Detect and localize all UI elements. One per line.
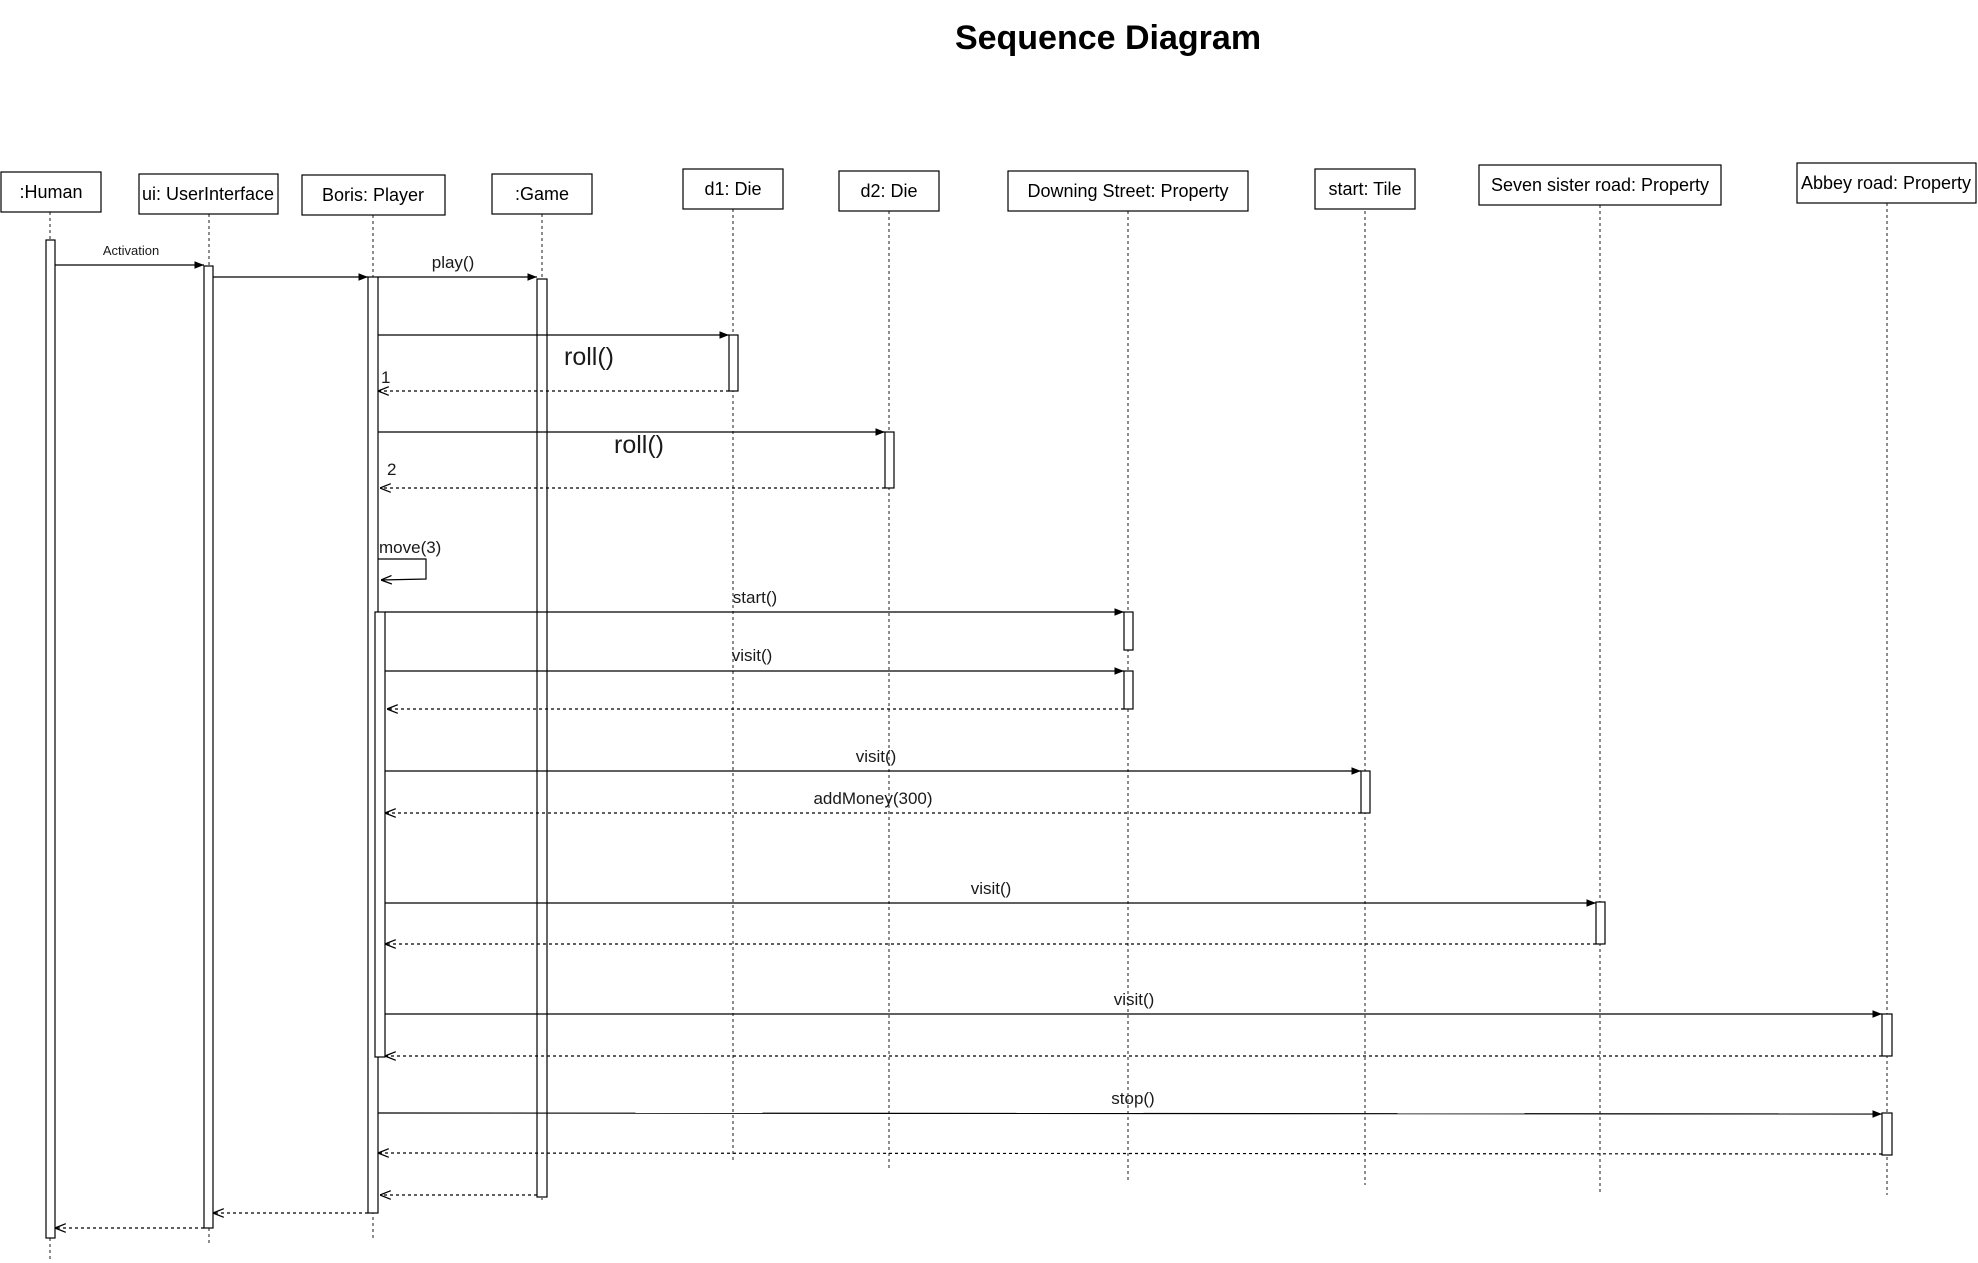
activation-boris-2 [374,611,386,1058]
participant-label: start: Tile [1328,179,1401,199]
return-stop-arrow [378,1153,1883,1154]
message-visit-start-label: visit() [856,747,897,766]
participant-label: Seven sister road: Property [1491,175,1709,195]
message-stop-label: stop() [1111,1089,1154,1108]
return-add-money-label: addMoney(300) [813,789,932,808]
activation-downing-2 [1123,670,1134,710]
participant-label: Abbey road: Property [1801,173,1971,193]
lifelines [49,203,1888,1260]
participant-label: Downing Street: Property [1027,181,1228,201]
participant-start: start: Tile [1314,168,1416,210]
activation-abbey-1 [1881,1013,1893,1057]
message-visit-downing-label: visit() [732,646,773,665]
participant-label: d1: Die [704,179,761,199]
activation-d1 [728,334,739,392]
participant-downing: Downing Street: Property [1007,170,1249,212]
message-visit-abbey-label: visit() [1114,990,1155,1009]
activation-abbey-2 [1881,1112,1893,1156]
participant-d2: d2: Die [838,170,940,212]
diagram-title: Sequence Diagram [955,19,1261,57]
message-move-arrow [378,558,427,580]
message-move-label: move(3) [379,538,441,557]
activation-seven [1595,901,1606,945]
message-roll-d2-label: roll() [614,431,664,459]
message-activation-label: Activation [103,243,159,258]
participant-boris: Boris: Player [301,174,446,216]
return-d1-label: 1 [381,368,390,387]
message-roll-d1-label: roll() [564,343,614,371]
participant-seven: Seven sister road: Property [1478,164,1722,206]
message-play-label: play() [432,253,475,272]
participant-label: :Human [19,182,82,202]
activation-d2 [884,431,895,489]
participant-game: :Game [491,173,593,215]
participant-label: d2: Die [860,181,917,201]
message-start-label: start() [733,588,777,607]
participant-abbey: Abbey road: Property [1796,162,1977,204]
message-stop-arrow [377,1110,1883,1118]
participant-label: Boris: Player [322,185,424,205]
messages: Activation play() roll() 1 roll() 2 move… [55,243,1883,1228]
participant-human: :Human [0,171,102,213]
activation-start [1360,770,1371,814]
participant-label: :Game [515,184,569,204]
participant-d1: d1: Die [682,168,784,210]
activation-game [536,278,548,1198]
activation-downing-1 [1123,611,1134,651]
participant-label: ui: UserInterface [142,184,274,204]
activation-bars [45,239,1893,1239]
participant-ui: ui: UserInterface [138,173,279,215]
activation-ui [203,265,214,1229]
return-d2-label: 2 [387,460,396,479]
message-visit-seven-label: visit() [971,879,1012,898]
activation-human [45,239,56,1239]
